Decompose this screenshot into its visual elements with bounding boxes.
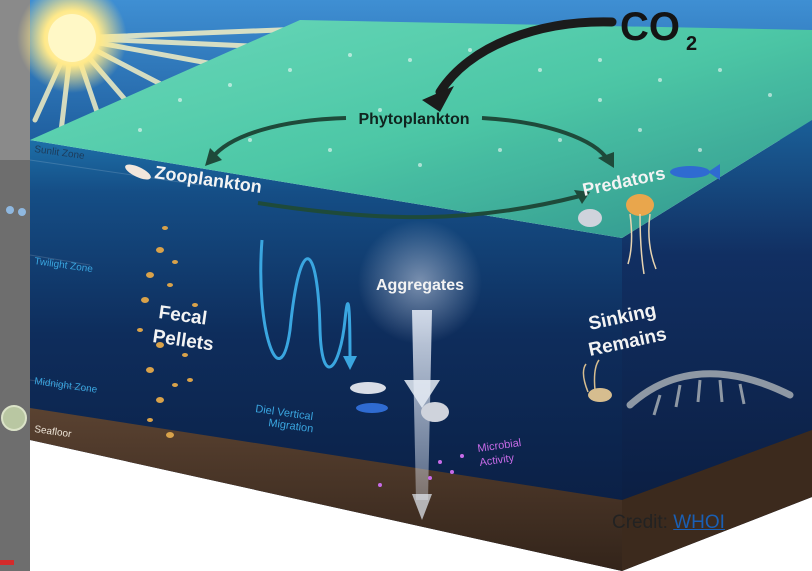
- aggregates-label: Aggregates: [376, 277, 464, 294]
- phytoplankton-specks: [138, 48, 772, 167]
- aggregates-sinking-beam: [358, 220, 482, 520]
- whale-skeleton-icon: [626, 370, 794, 416]
- diel-migration-wave: [259, 239, 357, 370]
- ocean-surface: [30, 20, 812, 238]
- zooplankton-shrimp-icon: [125, 164, 151, 180]
- co2-label: CO: [620, 5, 680, 49]
- microbial-activity-label-line2: Activity: [479, 452, 516, 469]
- predator-fish-icon: [670, 164, 720, 180]
- midnight-divider: [29, 379, 91, 391]
- microbial-specks: [378, 454, 464, 487]
- co2-subscript: 2: [686, 33, 697, 55]
- image-credit: Credit: WHOI: [612, 512, 725, 534]
- squid-icon: [582, 359, 612, 402]
- arrow-head-predators: [598, 152, 614, 168]
- arrow-head-zooplankton: [205, 148, 222, 166]
- jellyfish-icon: [578, 194, 657, 275]
- co2-arrow: [422, 17, 617, 112]
- left-edge-strip: [0, 0, 30, 571]
- arrow-head-zoo-to-predators: [574, 190, 590, 204]
- cycle-arrows: [210, 116, 610, 220]
- twilight-divider: [29, 254, 91, 266]
- fecal-pellets-cloud: [137, 226, 198, 438]
- seafloor-front: [30, 408, 622, 571]
- seafloor-side: [622, 430, 812, 571]
- credit-prefix: Credit:: [612, 512, 674, 533]
- whoi-credit-link[interactable]: WHOI: [673, 512, 725, 533]
- midwater-fish-icon: [350, 382, 449, 422]
- phytoplankton-label: Phytoplankton: [358, 111, 469, 128]
- seafloor-label: Seafloor: [34, 424, 73, 440]
- sunlit-divider: [29, 159, 201, 186]
